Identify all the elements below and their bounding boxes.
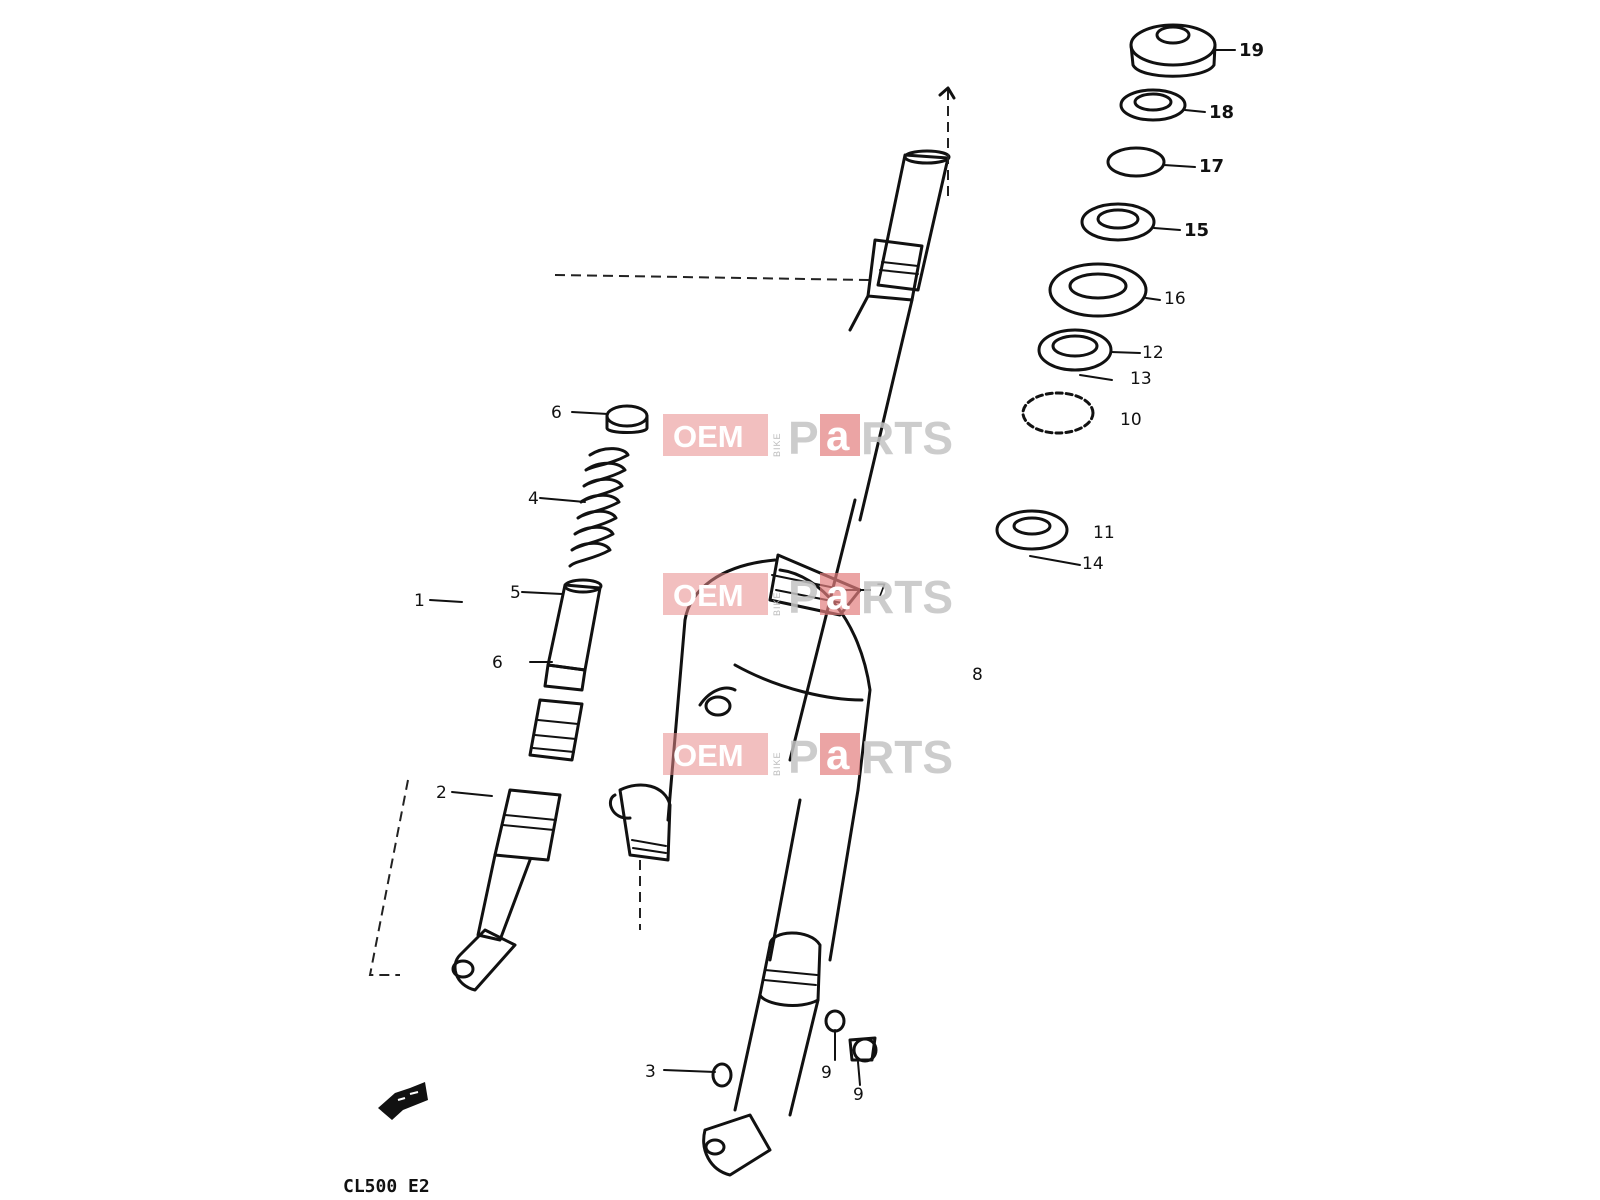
svg-text:BIKE: BIKE	[772, 591, 782, 616]
svg-text:OEM: OEM	[673, 738, 744, 773]
fork-spring	[568, 447, 630, 568]
callout-12: 12	[1142, 343, 1164, 363]
callout-9-upper: 9	[821, 1063, 832, 1083]
callout-labels: 19 18 17 15 16 12 13 10 11 14 1 2 3 4 5 …	[414, 40, 1264, 1105]
callout-19: 19	[1239, 40, 1264, 61]
leader-lines	[429, 49, 1236, 1086]
svg-text:a: a	[826, 571, 850, 618]
svg-text:P: P	[788, 731, 819, 783]
svg-text:OEM: OEM	[673, 578, 744, 613]
bearing-stack	[995, 23, 1217, 551]
watermark-logo-3: OEM BIKE P a RTS	[663, 731, 953, 783]
callout-14: 14	[1082, 554, 1104, 574]
svg-text:RTS: RTS	[861, 571, 953, 623]
svg-text:RTS: RTS	[861, 731, 953, 783]
callout-17: 17	[1199, 156, 1224, 177]
callout-2: 2	[436, 783, 447, 803]
callout-7: 7	[876, 581, 887, 601]
left-fork-assembly	[368, 404, 649, 992]
diagram-code: CL500 E2	[343, 1176, 430, 1197]
svg-text:a: a	[826, 731, 850, 778]
callout-1: 1	[414, 591, 425, 611]
watermark-logo-1: OEM BIKE P a RTS	[663, 412, 953, 464]
callout-6-lower: 6	[492, 653, 503, 673]
callout-6-upper: 6	[551, 403, 562, 423]
svg-text:P: P	[788, 571, 819, 623]
right-fork-leg	[702, 788, 878, 1177]
callout-8: 8	[972, 665, 983, 685]
svg-text:a: a	[826, 412, 850, 459]
svg-text:BIKE: BIKE	[772, 751, 782, 776]
svg-text:OEM: OEM	[673, 419, 744, 454]
steering-stem	[554, 86, 956, 762]
svg-text:RTS: RTS	[861, 412, 953, 464]
front-arrow-icon	[378, 1082, 428, 1120]
callout-13: 13	[1130, 369, 1152, 389]
callout-16: 16	[1164, 289, 1186, 309]
svg-text:P: P	[788, 412, 819, 464]
svg-text:BIKE: BIKE	[772, 432, 782, 457]
watermark-logo-2: OEM BIKE P a RTS	[663, 571, 953, 623]
callout-5: 5	[510, 583, 521, 603]
callout-3: 3	[645, 1062, 656, 1082]
callout-9-lower: 9	[853, 1085, 864, 1105]
callout-18: 18	[1209, 102, 1234, 123]
callout-15: 15	[1184, 220, 1209, 241]
callout-11: 11	[1093, 523, 1115, 543]
callout-4: 4	[528, 489, 539, 509]
callout-10: 10	[1120, 410, 1142, 430]
